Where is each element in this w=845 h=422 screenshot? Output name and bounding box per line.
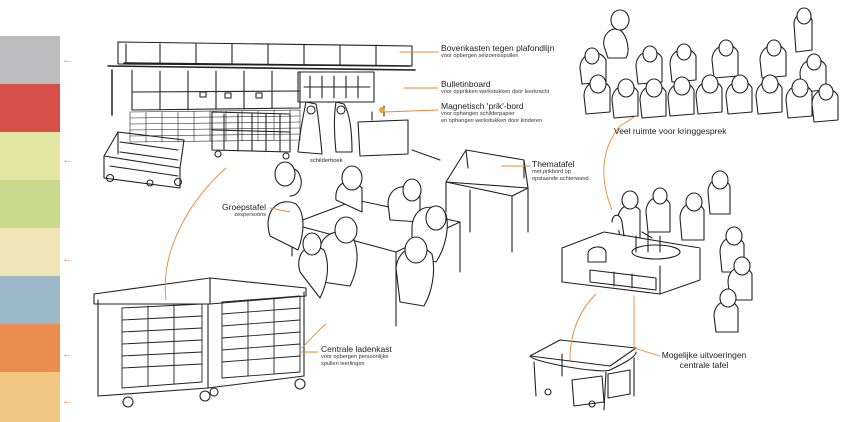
label-schilderhoek: schilderhoek — [310, 158, 343, 164]
color-swatch-orange — [0, 324, 60, 372]
wall-cupboards-drawing — [111, 69, 301, 116]
label-kringgesprek: Veel ruimte voor kringgesprek — [614, 126, 726, 136]
label-title: Bulletinboard — [441, 79, 491, 89]
label-bulletinboard: Bulletinboard voor opprikken werkstukken… — [441, 79, 549, 96]
color-swatch-red — [0, 84, 60, 132]
label-bovenkasten: Bovenkasten tegen plafondlijn voor opber… — [441, 43, 554, 60]
arrow-left-icon: ← — [62, 395, 73, 407]
painting-corner-drawing — [297, 101, 409, 157]
label-centrale-ladenkast: Centrale ladenkast voor opbergen persoon… — [321, 344, 392, 367]
arrow-left-icon: ← — [62, 154, 73, 166]
label-prikbord: Magnetisch 'prik'-bord voor ophangen sch… — [441, 101, 542, 124]
label-thematafel: Thematafel met prikbord op opstaande ach… — [532, 159, 589, 182]
tile-wall-drawing — [129, 109, 301, 143]
bulletinboard-drawing — [297, 71, 375, 103]
central-drawer-cabinet-drawing — [93, 277, 307, 408]
label-subtitle: opstaande achterwand — [532, 175, 589, 182]
label-subtitle: voor ophangen schilderpapier — [441, 111, 515, 117]
label-title: Mogelijke uitvoeringen — [661, 350, 747, 360]
central-table-scene-drawing — [561, 170, 753, 333]
label-title: Thematafel — [532, 159, 575, 169]
upper-cabinets-drawing — [107, 41, 416, 71]
color-swatch-light-orange — [0, 372, 60, 422]
label-subtitle: voor opprikken werkstukken door leerkrac… — [441, 89, 550, 95]
color-swatch-cream — [0, 228, 60, 276]
label-subtitle: zespersoons — [234, 212, 266, 218]
shelving-unit-drawing — [103, 131, 185, 189]
label-subtitle: en ophangen werkstukken door kinderen — [441, 117, 543, 124]
label-title: Magnetisch 'prik'-bord — [441, 101, 524, 111]
orange-connector-lines — [164, 51, 661, 361]
label-uitvoeringen: Mogelijke uitvoeringen centrale tafel — [656, 350, 752, 370]
wall-corner-line — [411, 149, 441, 161]
wall-storage-cabinet-drawing — [211, 111, 291, 160]
arrow-left-icon: ← — [62, 253, 73, 265]
arrow-left-icon: ← — [62, 348, 73, 360]
circle-time-children-drawing — [579, 7, 839, 123]
label-title: Centrale ladenkast — [321, 344, 392, 354]
color-swatch-grey — [0, 36, 60, 84]
color-swatch-pale-green — [0, 132, 60, 180]
theme-table-drawing — [445, 149, 529, 253]
label-title: centrale tafel — [679, 360, 729, 370]
label-title: Veel ruimte voor kringgesprek — [614, 126, 727, 136]
color-swatch-green — [0, 180, 60, 228]
label-subtitle: spullen leerlingen — [321, 360, 365, 367]
label-groepstafel: Groepstafel zespersoons — [198, 202, 266, 219]
arrow-left-icon: ← — [62, 54, 73, 66]
label-subtitle: voor opbergen seizoensspullen — [441, 53, 519, 59]
color-swatch-blue — [0, 276, 60, 324]
alternative-central-table-drawing — [529, 339, 637, 411]
group-table-drawing — [267, 161, 461, 327]
label-title: Groepstafel — [222, 202, 266, 212]
label-title: Bovenkasten tegen plafondlijn — [441, 43, 555, 53]
label-subtitle: voor opbergen persoonlijke — [321, 354, 389, 360]
label-subtitle: met prikbord op — [532, 169, 571, 175]
